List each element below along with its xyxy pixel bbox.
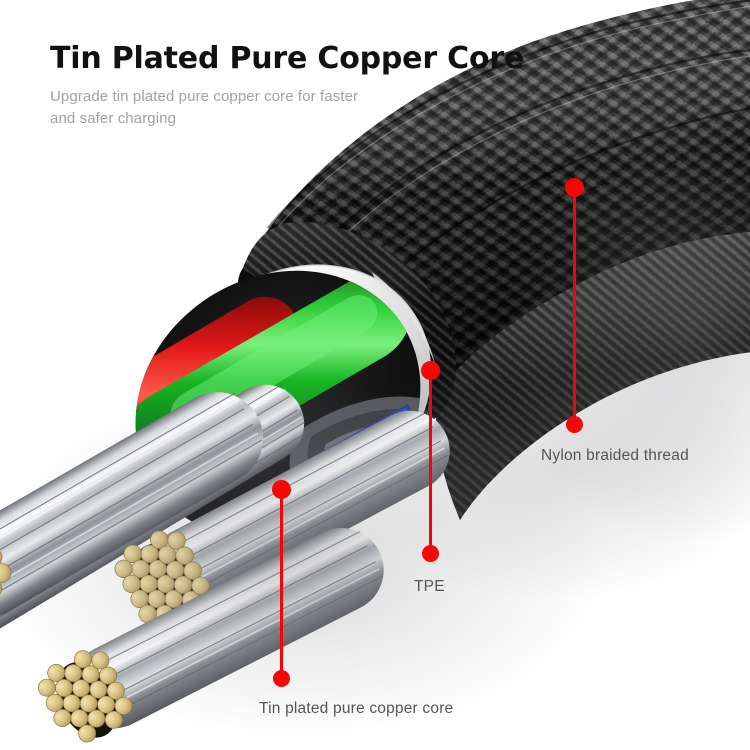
conductor-bundle-bottom [38, 528, 384, 743]
callout-label-nylon: Nylon braided thread [541, 447, 689, 464]
nylon-braid-lower-wrap [435, 232, 750, 520]
callout-label-copper-core: Tin plated pure copper core [259, 700, 454, 717]
red-dot-marker-end [565, 415, 583, 433]
copper-strand-face-left [0, 547, 12, 599]
red-dot-marker-anchor [564, 177, 584, 197]
copper-strand-face-bottom [38, 650, 133, 743]
conductor-bundle-left [0, 392, 264, 619]
red-dot-marker-anchor [420, 360, 440, 380]
red-dot-marker-anchor [271, 479, 291, 499]
page-title: Tin Plated Pure Copper Core [50, 41, 525, 76]
header-block: Tin Plated Pure Copper Core Upgrade tin … [50, 40, 570, 130]
callout-label-tpe: TPE [414, 578, 445, 595]
red-dot-marker-end [421, 544, 439, 562]
callout-leader-line [279, 489, 283, 678]
red-dot-marker-end [272, 669, 290, 687]
callout-leader-line [572, 187, 576, 424]
callout-leader-line [428, 370, 432, 553]
page-subtitle-line-1: Upgrade tin plated pure copper core for … [50, 88, 359, 105]
page-subtitle-line-2: and safer charging [50, 110, 177, 127]
page-subtitle: Upgrade tin plated pure copper core for … [50, 86, 570, 130]
